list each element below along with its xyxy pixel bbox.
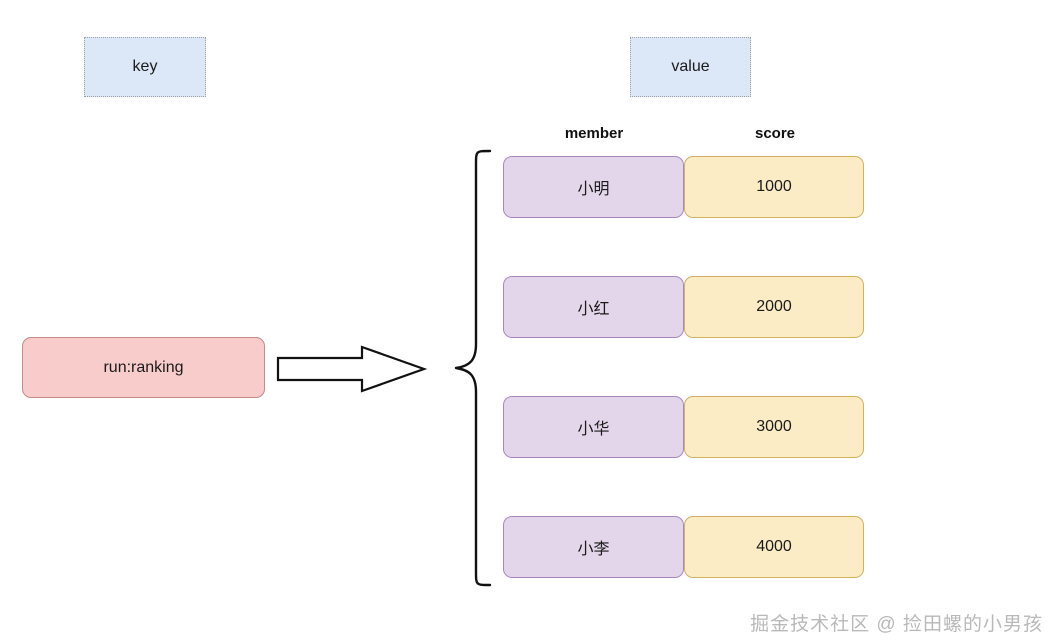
member-cell: 小明 — [503, 156, 684, 218]
key-label-text: key — [132, 58, 158, 75]
member-cell: 小红 — [503, 276, 684, 338]
key-node-text: run:ranking — [103, 358, 184, 376]
score-cell: 2000 — [684, 276, 864, 338]
entry-row: 小明 1000 — [503, 156, 864, 218]
member-cell: 小华 — [503, 396, 684, 458]
member-cell: 小李 — [503, 516, 684, 578]
watermark-text: 掘金技术社区 @ 捡田螺的小男孩 — [750, 614, 1043, 635]
column-header-member: member — [564, 125, 624, 142]
entry-row: 小李 4000 — [503, 516, 864, 578]
block-arrow-right-icon — [276, 345, 428, 393]
score-cell: 3000 — [684, 396, 864, 458]
score-cell: 1000 — [684, 156, 864, 218]
value-label-box: value — [630, 37, 751, 97]
key-node-box: run:ranking — [22, 337, 265, 398]
value-label-text: value — [671, 58, 710, 75]
score-cell: 4000 — [684, 516, 864, 578]
curly-brace-icon — [454, 149, 492, 587]
key-label-box: key — [84, 37, 206, 97]
column-header-score: score — [754, 125, 796, 142]
entry-row: 小华 3000 — [503, 396, 864, 458]
entry-row: 小红 2000 — [503, 276, 864, 338]
